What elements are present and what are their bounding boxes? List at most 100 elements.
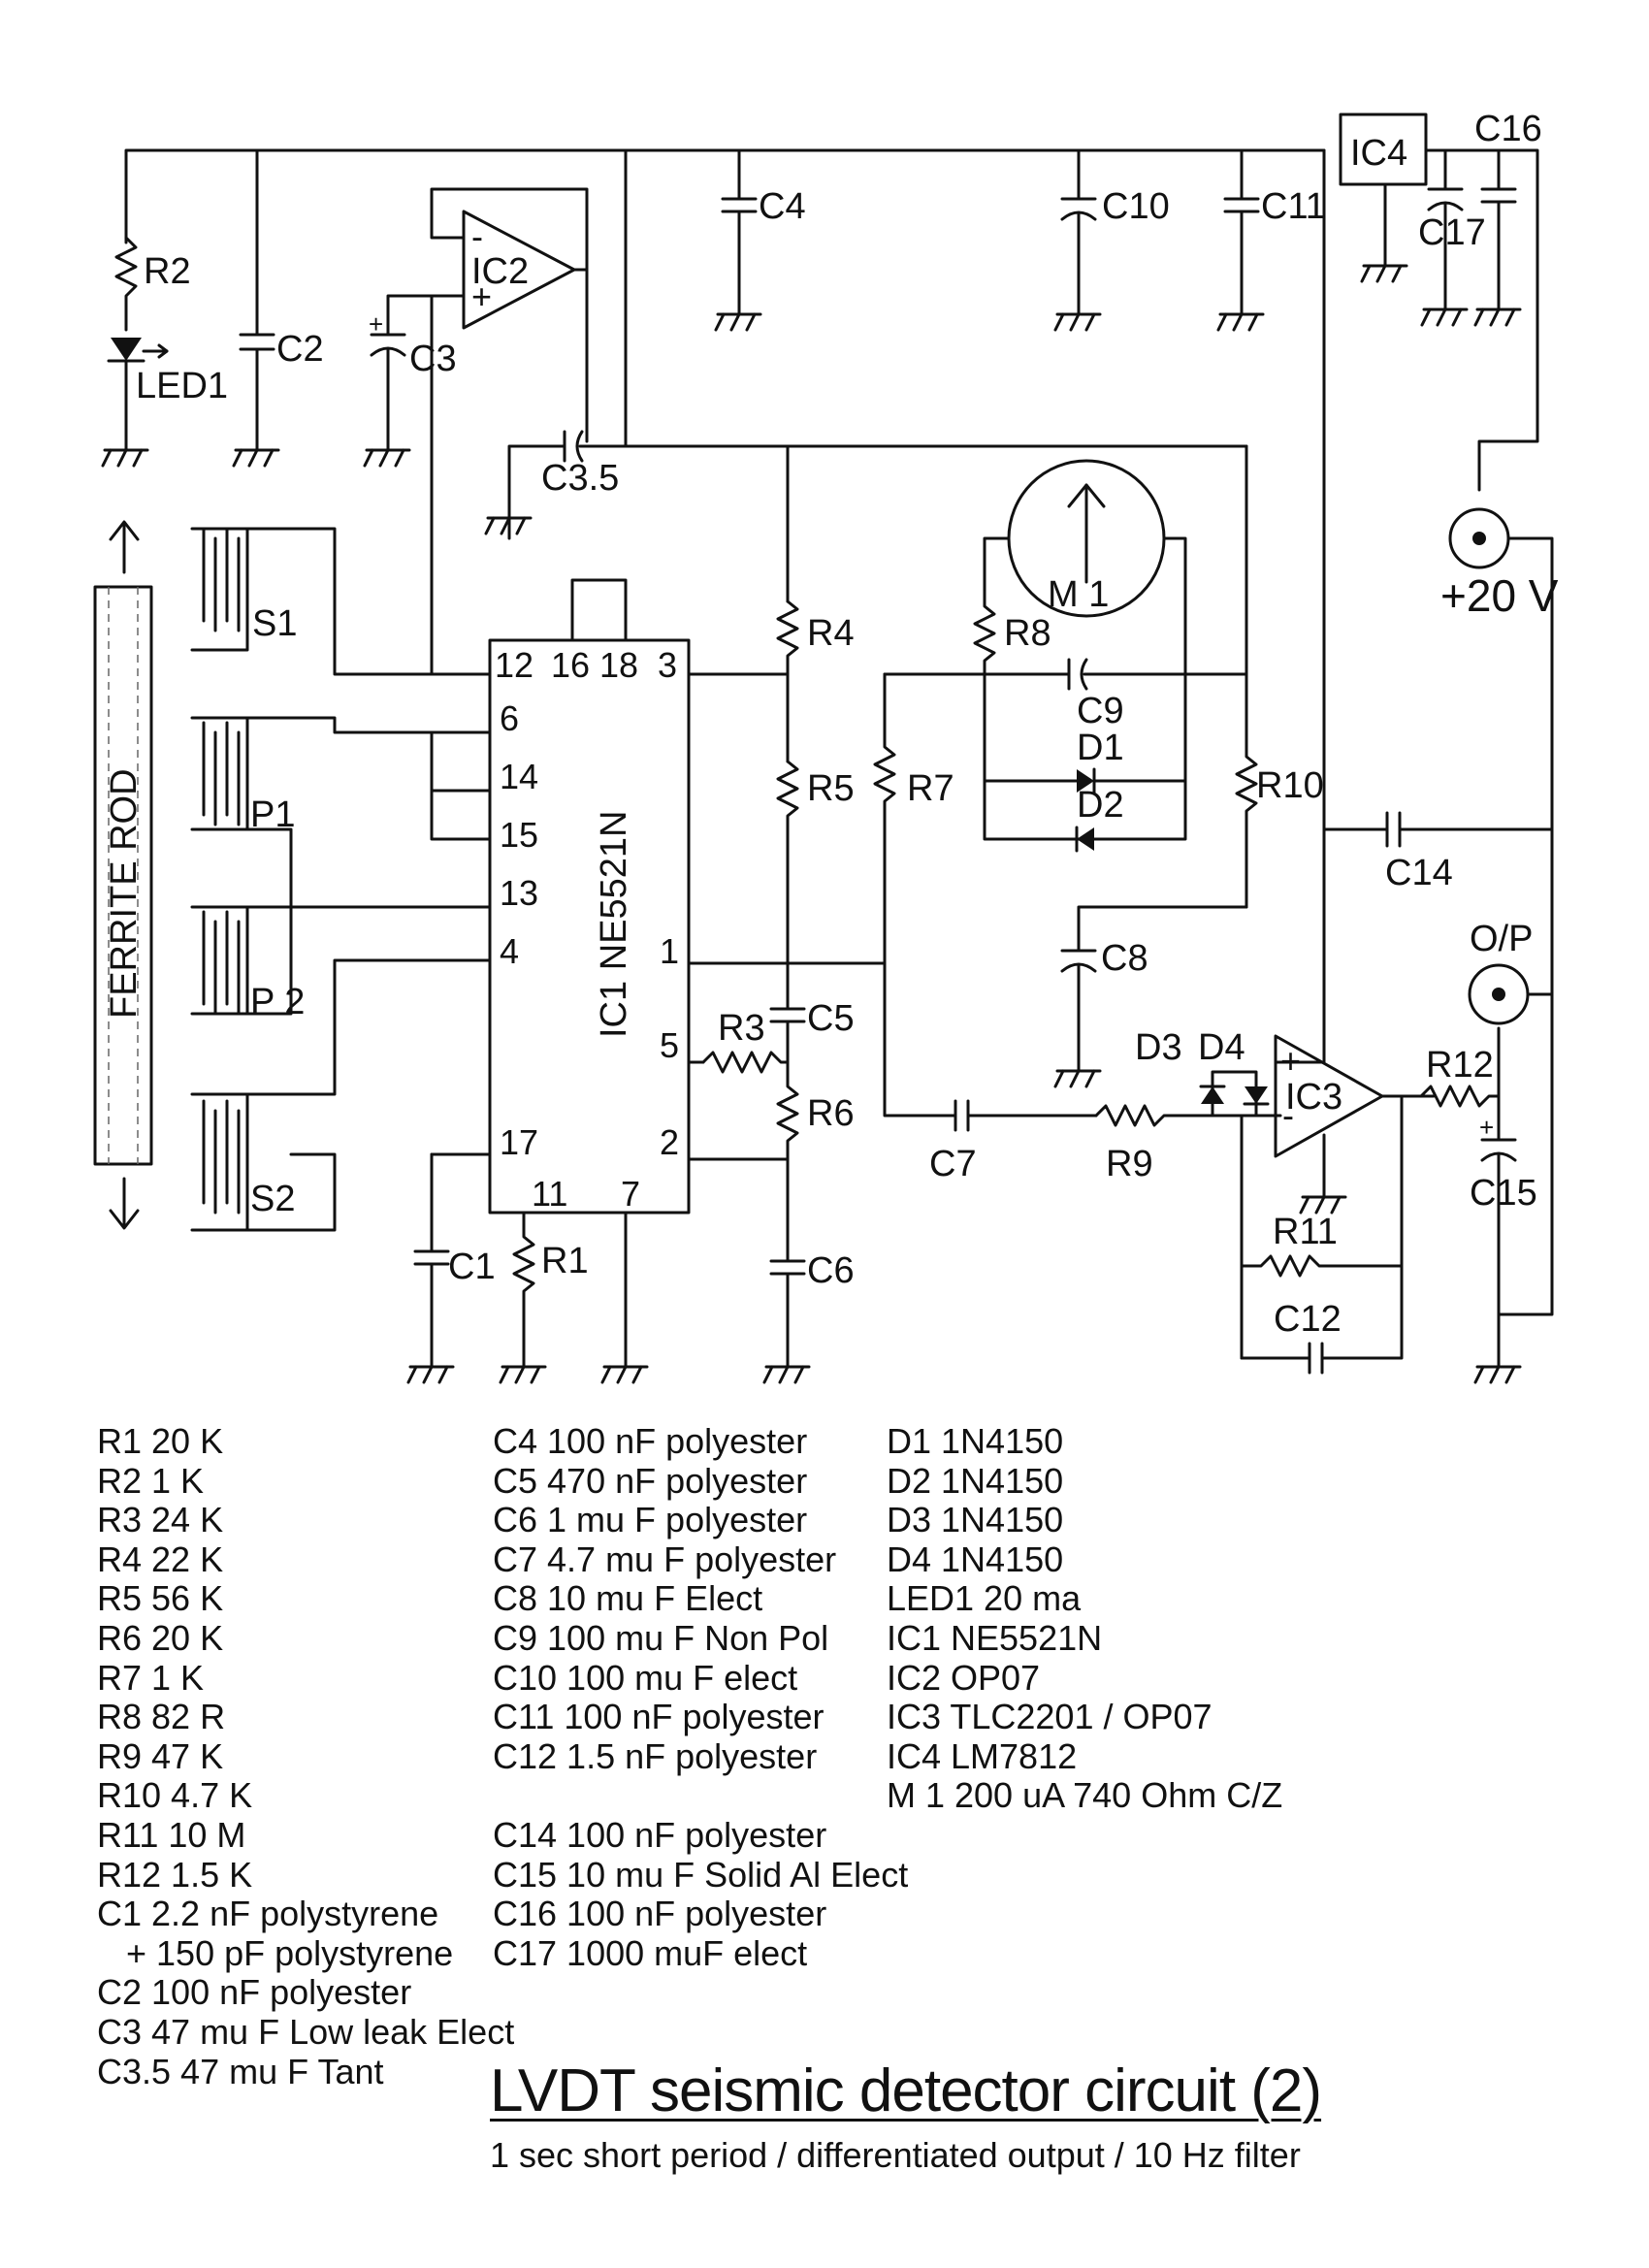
parts-list-item: R1 20 K	[97, 1421, 224, 1461]
capacitor-c9: C9	[883, 658, 1248, 841]
parts-list-item: R11 10 M	[97, 1814, 246, 1855]
resistor-r7: R7	[873, 672, 957, 1118]
svg-text:+20 V: +20 V	[1440, 570, 1559, 621]
svg-text:C9: C9	[1077, 691, 1124, 731]
resistor-r1: R1	[512, 1211, 589, 1355]
parts-list-item: C3.5 47 mu F Tant	[97, 2051, 384, 2091]
led-led1: LED1	[107, 338, 228, 438]
svg-text:R10: R10	[1256, 765, 1324, 806]
opamp-ic3: IC3 + -	[1240, 1034, 1436, 1360]
coil-p2: P 2	[190, 905, 305, 1022]
resistor-r10: R10	[1235, 667, 1324, 909]
parts-list-item: C14 100 nF polyester	[493, 1814, 827, 1855]
svg-text:11: 11	[532, 1174, 567, 1214]
coil-s2: S2	[190, 1092, 295, 1232]
svg-text:14: 14	[500, 757, 538, 796]
capacitor-c17: C17	[1418, 148, 1486, 298]
parts-list-item: R7 1 K	[97, 1657, 205, 1698]
parts-list-column-2: C4 100 nF polyester C5 470 nF polyester …	[493, 1421, 909, 1973]
opamp-ic2: IC2 - +	[430, 187, 589, 676]
svg-text:S1: S1	[252, 603, 297, 644]
regulator-ic4: IC4	[1339, 113, 1428, 254]
svg-text:S2: S2	[250, 1179, 295, 1219]
svg-text:R9: R9	[1106, 1144, 1153, 1184]
svg-text:C17: C17	[1418, 212, 1486, 253]
parts-list-item: ​	[493, 1776, 908, 1816]
resistor-r5: R5	[776, 672, 855, 965]
resistor-r3: R3	[701, 1008, 790, 1074]
resistor-r12: R12	[1419, 1045, 1501, 1108]
svg-text:1: 1	[660, 931, 679, 971]
capacitor-c4: C4	[721, 148, 806, 303]
svg-text:4: 4	[500, 931, 519, 971]
parts-list-item: C10 100 mu F elect	[493, 1657, 798, 1698]
capacitor-c8: C8	[1060, 905, 1248, 1059]
diode-d3: D3	[1135, 1027, 1258, 1118]
svg-text:IC2: IC2	[471, 251, 529, 292]
parts-list-item: C3 47 mu F Low leak Elect	[97, 2011, 515, 2052]
connector-plus20v: +20 V	[1440, 507, 1559, 1316]
resistor-r9: R9	[1094, 1104, 1244, 1184]
svg-text:R11: R11	[1273, 1212, 1338, 1252]
parts-list-item: C5 470 nF polyester	[493, 1460, 808, 1501]
resistor-r4: R4	[776, 444, 855, 676]
diode-d1: D1	[983, 728, 1187, 794]
parts-list-item: D1 1N4150	[887, 1421, 1064, 1461]
svg-text:2: 2	[660, 1122, 679, 1162]
svg-text:6: 6	[500, 698, 519, 738]
parts-list-item: C15 10 mu F Solid Al Elect	[493, 1854, 909, 1895]
svg-text:C6: C6	[807, 1250, 855, 1291]
capacitor-c16: C16	[1474, 109, 1542, 298]
capacitor-c1: C1	[413, 1247, 496, 1355]
parts-list-item: C16 100 nF polyester	[493, 1894, 827, 1934]
svg-text:+: +	[471, 276, 492, 316]
svg-text:R6: R6	[807, 1093, 855, 1134]
svg-text:P 2: P 2	[250, 982, 305, 1022]
parts-list-item: R6 20 K	[97, 1617, 224, 1658]
connector-output: O/P	[1468, 919, 1554, 1025]
svg-text:LED1: LED1	[136, 366, 228, 406]
resistor-r11: R11	[1240, 1094, 1404, 1278]
capacitor-c3: + C3	[369, 294, 457, 438]
parts-list-item: + 150 pF polystyrene	[97, 1932, 454, 1973]
svg-text:17: 17	[500, 1122, 538, 1162]
svg-text:C8: C8	[1101, 938, 1148, 979]
svg-text:7: 7	[621, 1174, 640, 1214]
parts-list-item: LED1 20 ma	[887, 1578, 1082, 1619]
svg-text:+: +	[369, 309, 383, 339]
resistor-r2: R2	[114, 236, 191, 332]
svg-text:C3.5: C3.5	[541, 458, 619, 499]
parts-list-item: R2 1 K	[97, 1460, 205, 1501]
parts-list-item: D2 1N4150	[887, 1460, 1064, 1501]
parts-list-column-1: R1 20 K R2 1 K R3 24 K R4 22 K R5 56 K R…	[97, 1421, 515, 2091]
parts-list-item: R10 4.7 K	[97, 1775, 253, 1816]
capacitor-c7: C7	[929, 1099, 1098, 1184]
parts-list-item: R8 82 R	[97, 1697, 226, 1737]
svg-text:R12: R12	[1426, 1045, 1494, 1085]
svg-text:R7: R7	[907, 768, 954, 809]
parts-list-item: C8 10 mu F Elect	[493, 1578, 763, 1619]
capacitor-c12: C12	[1240, 1264, 1404, 1375]
svg-text:D1: D1	[1077, 728, 1124, 768]
capacitor-c5: C5	[769, 961, 855, 1064]
parts-list-item: IC4 LM7812	[887, 1735, 1078, 1776]
svg-text:R1: R1	[541, 1241, 589, 1281]
svg-text:-: -	[1282, 1095, 1294, 1135]
svg-text:C10: C10	[1102, 186, 1170, 227]
svg-text:C2: C2	[276, 329, 324, 370]
ic-ic1: IC1 NE5521N 12 16 18 3 6 14 15 13 4 1 5 …	[430, 578, 887, 1253]
svg-text:18: 18	[599, 645, 638, 685]
resistor-r8: R8	[973, 590, 1051, 676]
parts-list-item: C4 100 nF polyester	[493, 1421, 808, 1461]
svg-text:D4: D4	[1198, 1027, 1245, 1068]
parts-list-item: C1 2.2 nF polystyrene	[97, 1894, 439, 1934]
parts-list-item: C17 1000 muF elect	[493, 1932, 808, 1973]
svg-text:-: -	[471, 216, 483, 256]
parts-list-item: IC2 OP07	[887, 1657, 1041, 1698]
svg-text:IC3: IC3	[1285, 1077, 1342, 1118]
parts-list-item: R3 24 K	[97, 1500, 224, 1540]
capacitor-c6: C6	[769, 1157, 855, 1355]
parts-list-item: D3 1N4150	[887, 1500, 1064, 1540]
parts-list-item: D4 1N4150	[887, 1539, 1064, 1579]
svg-text:R4: R4	[807, 613, 855, 654]
